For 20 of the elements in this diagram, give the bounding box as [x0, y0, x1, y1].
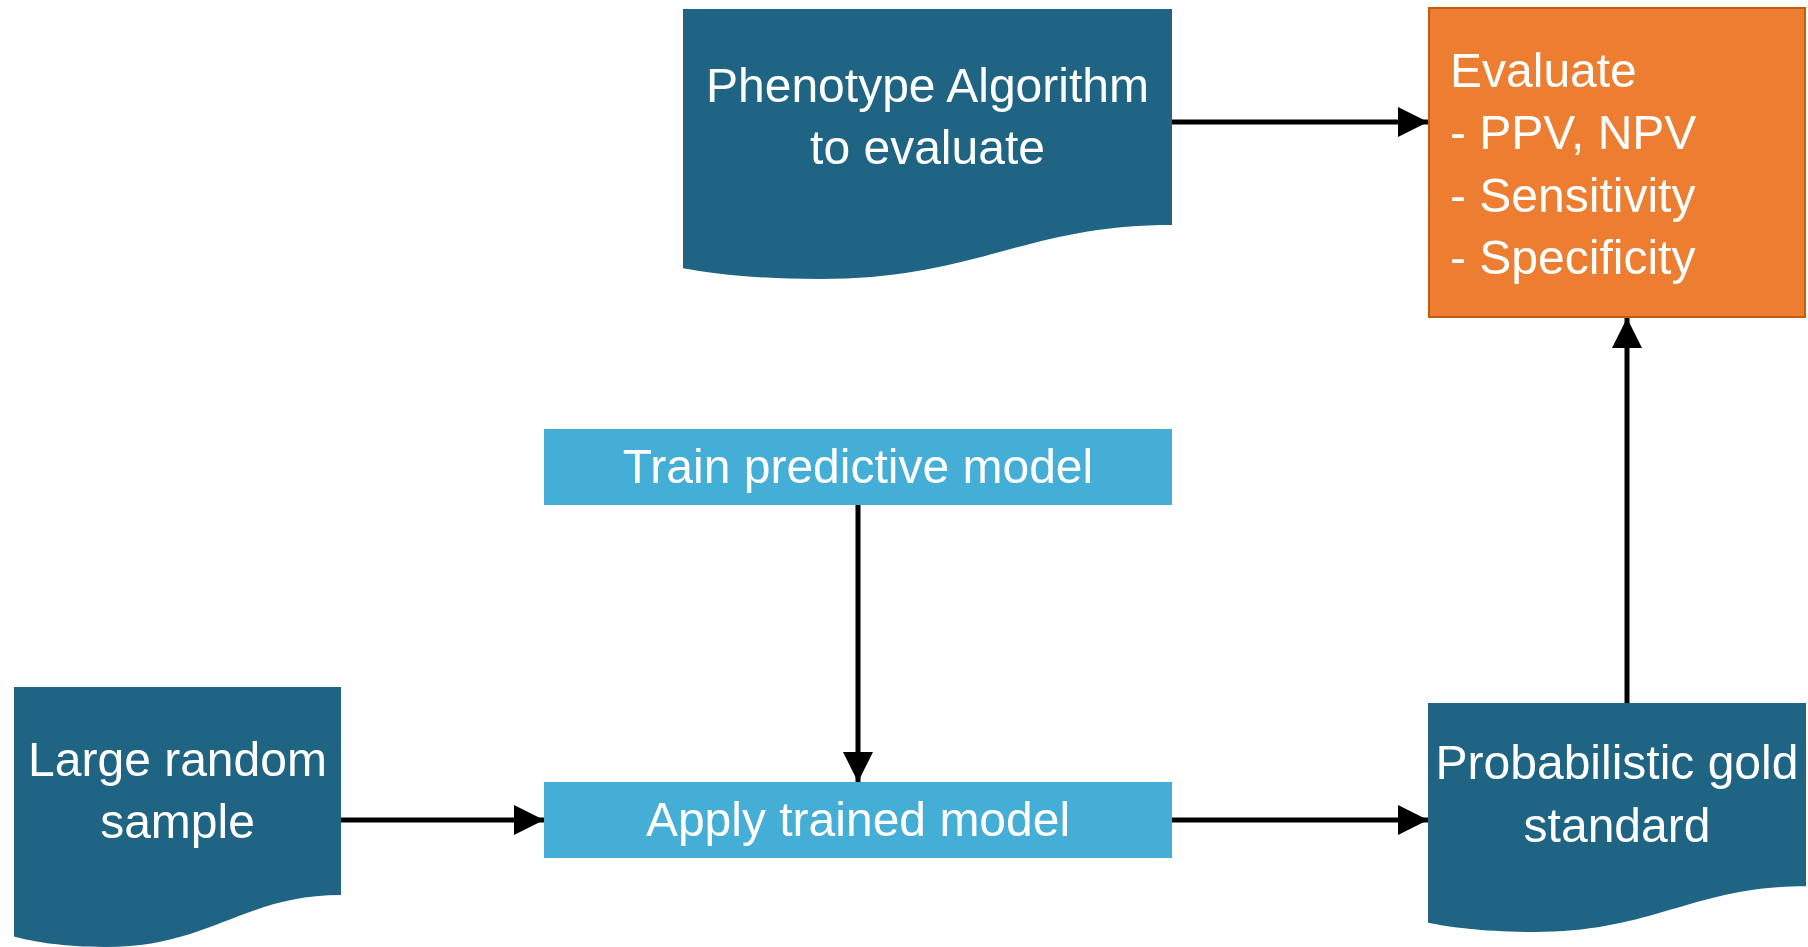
node-text: - Specificity	[1449, 229, 1697, 286]
node-text: Train predictive model	[621, 438, 1095, 495]
process-box	[544, 782, 1172, 858]
node-text: - PPV, NPV	[1449, 105, 1698, 162]
node-text: Phenotype Algorithm to evaluate	[705, 57, 1150, 176]
node-text: Probabilistic gold standard	[1434, 735, 1800, 854]
arrow	[843, 505, 873, 782]
arrow	[341, 805, 544, 835]
node-text: Large random sample	[27, 731, 328, 850]
node-text: - Sensitivity	[1449, 167, 1697, 224]
node-text: Apply trained model	[644, 791, 1072, 848]
result-box	[1428, 7, 1806, 318]
arrow	[1172, 805, 1428, 835]
document-shape	[1428, 703, 1806, 932]
node-text: Evaluate	[1449, 42, 1638, 99]
process-box	[544, 429, 1172, 505]
document-shape	[14, 687, 341, 947]
arrow	[1172, 107, 1428, 137]
arrow	[1612, 318, 1642, 703]
document-shape	[683, 9, 1172, 279]
